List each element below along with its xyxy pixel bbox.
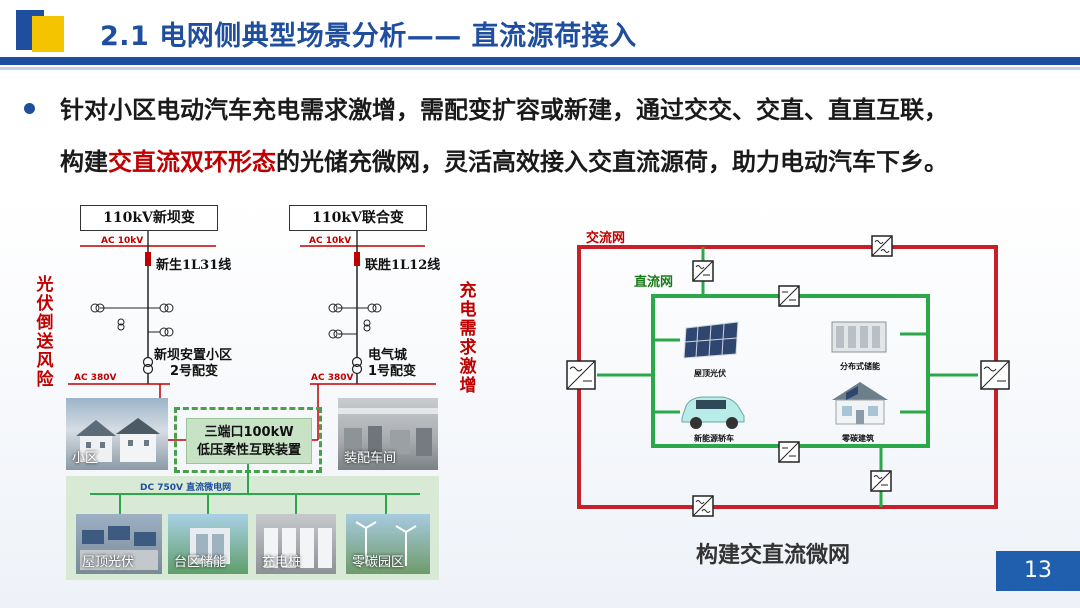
rooftop-solar-icon — [683, 321, 739, 359]
converter-ac-dc-top-icon — [692, 260, 714, 282]
distributed-storage-item-label: 分布式储能 — [840, 362, 880, 371]
transformer-xinba-number: 2号配变 — [170, 364, 219, 379]
converter-ac-dc-bottom-icon — [870, 470, 892, 492]
converter-left-icon — [566, 360, 596, 390]
ac10kv-label-right: AC 10kV — [309, 236, 352, 246]
charging-pile-label: 充电桩 — [262, 555, 302, 570]
charging-demand-label: 充电需求激增 — [459, 281, 477, 396]
substation-lianhe: 110kV联合变 — [289, 205, 427, 231]
header-rule — [0, 57, 1080, 65]
transformer-dianqicheng-label: 电气城 1号配变 — [368, 348, 416, 380]
ev-car-icon — [681, 396, 745, 429]
dc-grid-label: 直流网 — [634, 275, 674, 290]
community-photo: 小区 — [66, 398, 168, 470]
feeder-xinsheng: 新生1L31线 — [156, 258, 232, 273]
charging-pile-icon — [264, 528, 332, 568]
ac380v-label-right: AC 380V — [311, 373, 354, 383]
rooftop-pv-icon — [80, 526, 158, 570]
converter-right-icon — [980, 360, 1010, 390]
storage-cabinet-icon — [190, 528, 230, 564]
charging-pile-photo: 充电桩 — [256, 514, 336, 574]
flexible-interconnect-device: 三端口100kW 低压柔性互联装置 — [186, 418, 312, 464]
substation-xinba: 110kV新坝变 — [80, 205, 218, 231]
energy-storage-container-icon — [831, 321, 887, 353]
area-storage-label: 台区储能 — [174, 555, 227, 570]
factory-icon — [338, 408, 438, 456]
transformer-xinba-name: 新坝安置小区 — [154, 348, 233, 363]
wind-turbine-icon — [355, 521, 417, 566]
zero-carbon-building-icon — [832, 382, 888, 425]
bullet-line-1: 针对小区电动汽车充电需求激增，需配变扩容或新建，通过交交、交直、直直互联， — [60, 96, 948, 124]
transformer-dianqicheng-number: 1号配变 — [368, 364, 417, 379]
pv-backfeed-risk-label: 光伏倒送风险 — [36, 275, 54, 390]
bullet-line-2-highlight: 交直流双环形态 — [108, 148, 276, 176]
page-number: 13 — [996, 551, 1080, 591]
rooftop-pv-label: 屋顶光伏 — [82, 555, 135, 570]
slide-title: 2.1 电网侧典型场景分析—— 直流源荷接入 — [100, 21, 637, 52]
workshop-photo-label: 装配车间 — [344, 451, 397, 466]
ac10kv-label-left: AC 10kV — [101, 236, 144, 246]
rooftop-pv-item-label: 屋顶光伏 — [694, 369, 726, 378]
houses-icon — [76, 418, 160, 462]
bullet-dot — [24, 103, 35, 114]
device-name-line2: 低压柔性互联装置 — [196, 443, 301, 458]
converter-dc-dc-bottom-icon — [778, 441, 800, 463]
zero-carbon-park-label: 零碳园区 — [352, 555, 405, 570]
transformer-xinba-label: 新坝安置小区 2号配变 — [154, 348, 232, 380]
bullet-line-2-prefix: 构建 — [60, 148, 108, 176]
header-sub-rule — [0, 67, 1080, 70]
logo-block-yellow — [32, 16, 64, 52]
rooftop-pv-photo: 屋顶光伏 — [76, 514, 162, 574]
device-name-line1: 三端口100kW — [204, 425, 294, 440]
zero-carbon-park-photo: 零碳园区 — [346, 514, 430, 574]
converter-ac-ac-top-icon — [871, 235, 893, 257]
ev-car-item-label: 新能源轿车 — [694, 434, 734, 443]
community-photo-label: 小区 — [72, 451, 99, 466]
converter-dc-dc-top-icon — [778, 285, 800, 307]
transformer-dianqicheng-name: 电气城 — [368, 348, 408, 363]
bullet-line-2-suffix: 的光储充微网，灵活高效接入交直流源荷，助力电动汽车下乡。 — [276, 148, 948, 176]
diagram-caption: 构建交直流微网 — [696, 543, 851, 568]
dc-bus-label: DC 750V 直流微电网 — [140, 483, 232, 493]
converter-ac-ac-bottom-icon — [692, 495, 714, 517]
zero-carbon-building-item-label: 零碳建筑 — [842, 434, 874, 443]
ac380v-label-left: AC 380V — [74, 373, 117, 383]
bullet-line-2: 构建交直流双环形态的光储充微网，灵活高效接入交直流源荷，助力电动汽车下乡。 — [60, 142, 948, 177]
ac-grid-label: 交流网 — [586, 231, 626, 246]
workshop-photo: 装配车间 — [338, 398, 438, 470]
feeder-liansheng: 联胜1L12线 — [365, 258, 441, 273]
area-storage-photo: 台区储能 — [168, 514, 248, 574]
